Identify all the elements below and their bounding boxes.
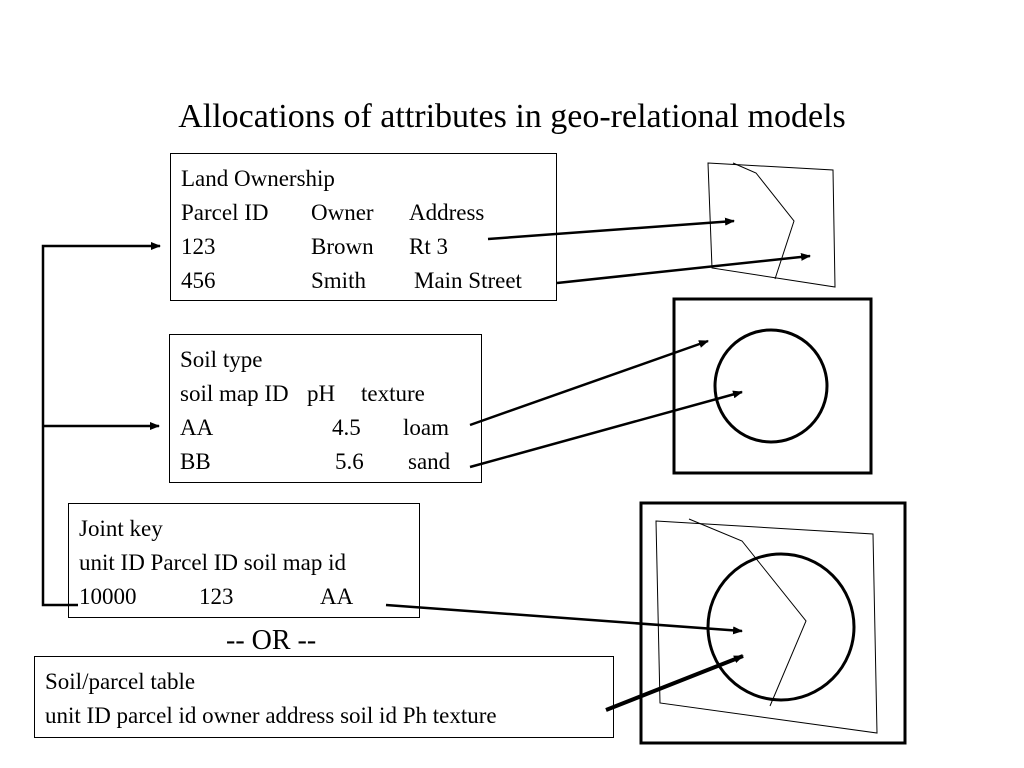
arrow-smith-to-parcel [556, 252, 811, 285]
joint-key-title: Joint key [79, 516, 163, 541]
soil-type-table: Soil type soil map ID pH texture AA 4.5 loam… [169, 334, 482, 483]
soil-parcel-title: Soil/parcel table [45, 669, 196, 694]
cell-ph: 4.5 [332, 415, 361, 440]
soil-map-frame [672, 297, 873, 475]
cell-parcel-id: 123 [199, 584, 234, 609]
header-owner: Owner [311, 200, 374, 225]
cell-address: Main Street [414, 268, 522, 293]
table-row: BB 5.6 sand [180, 445, 471, 479]
overlay-soil-circle [706, 552, 856, 702]
joint-key-header: unit ID Parcel ID soil map id [79, 550, 347, 575]
cell-address: Rt 3 [409, 234, 448, 259]
joint-key-table: Joint key unit ID Parcel ID soil map id … [68, 503, 420, 618]
soil-parcel-header: unit ID parcel id owner address soil id … [45, 703, 497, 728]
overlay-map [639, 501, 907, 745]
cell-owner: Brown [311, 234, 374, 259]
arrow-loam-to-soil [469, 339, 709, 427]
overlay-parcel-outline [655, 520, 878, 734]
link-arrows [385, 217, 811, 712]
header-ph: pH [307, 381, 336, 406]
header-parcel-id: Parcel ID [181, 200, 269, 225]
parcel-boundary-line [732, 162, 795, 280]
soil-type-header: soil map ID pH texture [180, 377, 471, 411]
cell-soil-map-id: BB [180, 449, 211, 474]
cell-soil-map-id: AA [320, 584, 354, 609]
soil-map [672, 297, 873, 475]
join-bracket [41, 242, 161, 607]
cell-ph: 5.6 [335, 449, 364, 474]
cell-texture: sand [408, 449, 451, 474]
overlay-parcel-boundary [688, 518, 807, 707]
arrow-soil-parcel-to-overlay [605, 654, 744, 712]
header-texture: texture [361, 381, 425, 406]
arrow-brown-to-parcel [487, 217, 735, 241]
header-address: Address [409, 200, 485, 225]
parcel-map [707, 162, 836, 288]
cell-unit-id: 10000 [79, 584, 137, 609]
cell-soil-map-id: AA [180, 415, 214, 440]
cell-parcel-id: 456 [181, 268, 216, 293]
parcel-polygon-outline [707, 162, 836, 288]
page-title: Allocations of attributes in geo-relatio… [178, 98, 846, 135]
land-ownership-title: Land Ownership [181, 166, 335, 191]
table-row: AA 4.5 loam [180, 411, 471, 445]
cell-parcel-id: 123 [181, 234, 216, 259]
soil-polygon-circle [713, 328, 829, 444]
table-row: 456 Smith Main Street [181, 264, 546, 298]
arrow-sand-to-soil [469, 390, 743, 469]
or-label: -- OR -- [226, 625, 317, 656]
arrow-joint-key-to-overlay [385, 603, 743, 635]
header-soil-map-id: soil map ID [180, 381, 289, 406]
cell-owner: Smith [311, 268, 366, 293]
land-ownership-table: Land Ownership Parcel ID Owner Address 123… [170, 153, 557, 301]
overlay-map-frame [639, 501, 907, 745]
soil-parcel-table: Soil/parcel table unit ID parcel id owne… [34, 656, 614, 738]
table-row: 123 Brown Rt 3 [181, 230, 546, 264]
table-row: 10000 123 AA [79, 580, 409, 614]
cell-texture: loam [403, 415, 449, 440]
land-ownership-header: Parcel ID Owner Address [181, 196, 546, 230]
soil-type-title: Soil type [180, 347, 263, 372]
